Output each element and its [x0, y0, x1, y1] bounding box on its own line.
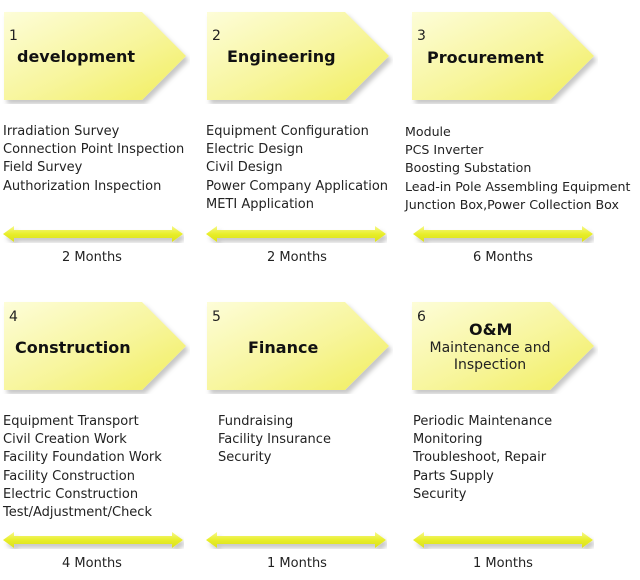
duration-arrow	[206, 226, 386, 242]
stage-construction: 4 Construction Equipment Transport Civil…	[0, 300, 205, 580]
stage-om: 6 O&M Maintenance and Inspection Periodi…	[408, 300, 640, 580]
stage-items: Periodic Maintenance Monitoring Troubles…	[413, 413, 552, 504]
list-item: Fundraising	[218, 414, 294, 429]
duration-arrow	[413, 226, 593, 242]
duration-arrow	[3, 226, 183, 242]
list-item: Junction Box,Power Collection Box	[405, 196, 619, 212]
list-item: Troubleshoot, Repair	[413, 450, 547, 466]
stage-title: Finance	[248, 338, 319, 357]
list-item: Security	[218, 450, 272, 466]
list-item: Monitoring	[413, 432, 483, 448]
stage-procurement: 3 Procurement Module PCS Inverter Boosti…	[405, 10, 640, 275]
list-item: Lead-in Pole Assembling Equipment	[405, 178, 631, 194]
duration-label: 2 Months	[62, 250, 122, 265]
chevron-shape	[4, 12, 186, 100]
stage-title: Engineering	[227, 47, 336, 66]
list-item: Boosting Substation	[405, 160, 532, 176]
duration-label: 1 Months	[473, 556, 533, 571]
duration-label: 2 Months	[267, 250, 327, 265]
chevron-shape	[412, 302, 594, 390]
list-item: Test/Adjustment/Check	[3, 505, 152, 521]
list-item: Equipment Transport	[3, 414, 139, 429]
list-item: Civil Design	[206, 160, 283, 176]
list-item: PCS Inverter	[405, 142, 484, 158]
list-item: Irradiation Survey	[3, 124, 120, 139]
stage-engineering: 2 Engineering Equipment Configuration El…	[203, 10, 408, 275]
list-item: Parts Supply	[413, 468, 494, 484]
duration-arrow	[206, 532, 386, 548]
list-item: Facility Insurance	[218, 432, 331, 448]
stage-number: 1	[9, 28, 18, 44]
stage-title: development	[17, 47, 136, 66]
list-item: Module	[405, 124, 451, 139]
chevron-shape	[412, 12, 594, 100]
stage-title: Procurement	[427, 48, 544, 67]
duration-label: 1 Months	[267, 556, 327, 571]
list-item: Civil Creation Work	[3, 432, 127, 448]
list-item: Power Company Application	[206, 178, 389, 194]
list-item: METI Application	[206, 196, 314, 212]
chevron-shape	[207, 302, 389, 390]
stage-number: 6	[417, 309, 426, 325]
stage-items: Fundraising Facility Insurance Security	[218, 413, 331, 468]
stage-title: O&M	[469, 320, 513, 339]
list-item: Connection Point Inspection	[3, 142, 185, 158]
stage-development: 1 development Irradiation Survey Connect…	[0, 10, 205, 275]
list-item: Electric Construction	[3, 486, 139, 502]
chevron-shape	[207, 12, 389, 100]
list-item: Security	[413, 486, 467, 502]
list-item: Electric Design	[206, 142, 304, 158]
stage-items: Module PCS Inverter Boosting Substation …	[405, 123, 630, 214]
chevron-shape	[4, 302, 186, 390]
list-item: Field Survey	[3, 160, 83, 176]
list-item: Facility Foundation Work	[3, 450, 162, 466]
duration-label: 6 Months	[473, 250, 533, 265]
stage-finance: 5 Finance Fundraising Facility Insurance…	[203, 300, 408, 580]
list-item: Authorization Inspection	[3, 178, 162, 194]
stage-items: Irradiation Survey Connection Point Insp…	[3, 123, 184, 196]
stage-number: 4	[9, 309, 18, 325]
stage-subtitle: Maintenance and Inspection	[429, 340, 551, 373]
stage-items: Equipment Transport Civil Creation Work …	[3, 413, 162, 522]
list-item: Facility Construction	[3, 468, 135, 484]
duration-arrow	[3, 532, 183, 548]
stage-number: 2	[212, 28, 221, 44]
duration-arrow	[413, 532, 593, 548]
stage-number: 3	[417, 28, 426, 44]
list-item: Equipment Configuration	[206, 124, 369, 139]
duration-label: 4 Months	[62, 556, 122, 571]
stage-items: Equipment Configuration Electric Design …	[206, 123, 388, 214]
stage-title: Construction	[15, 338, 131, 357]
list-item: Periodic Maintenance	[413, 414, 553, 429]
stage-number: 5	[212, 309, 221, 325]
